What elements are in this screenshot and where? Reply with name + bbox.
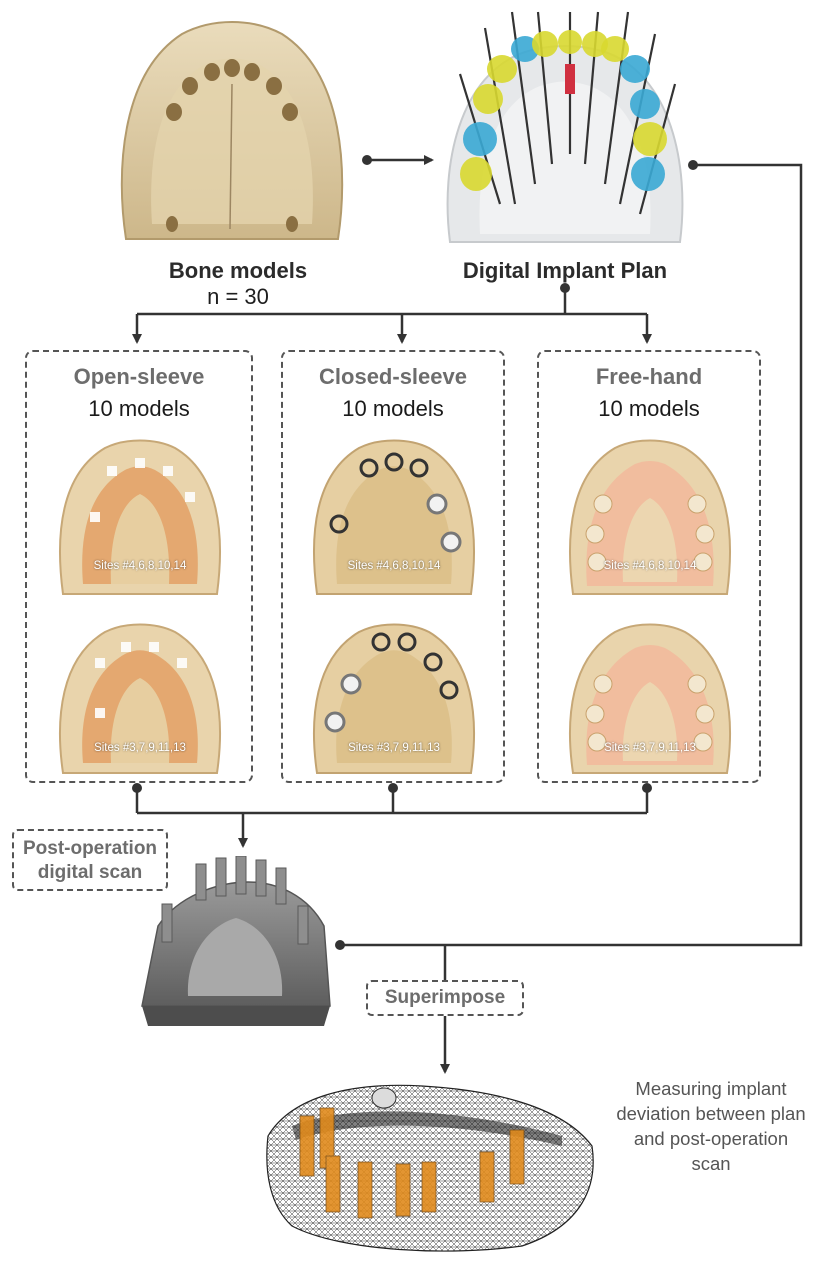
- model-image: Sites #4,6,8,10,14: [565, 434, 735, 599]
- digital-implant-plan-label: Digital Implant Plan: [440, 258, 690, 284]
- group-title: Open-sleeve: [27, 364, 251, 390]
- group-subtitle: 10 models: [283, 396, 503, 422]
- bone-models-count: n = 30: [148, 284, 328, 310]
- site-label: Sites #3,7,9,11,13: [565, 742, 735, 754]
- arrow-groups-to-postop: [132, 783, 652, 846]
- measure-line2: deviation between plan: [600, 1101, 822, 1126]
- group-title: Closed-sleeve: [283, 364, 503, 390]
- group-open-sleeve: Open-sleeve 10 models Sites #4,6,8,10,14: [25, 350, 253, 783]
- group-free-hand: Free-hand 10 models Sites #4,6,8,10,14 S…: [537, 350, 761, 783]
- bone-models-label: Bone models: [148, 258, 328, 284]
- site-label: Sites #4,6,8,10,14: [565, 560, 735, 572]
- model-image: Sites #3,7,9,11,13: [55, 618, 225, 778]
- site-label: Sites #4,6,8,10,14: [55, 560, 225, 572]
- measure-line4: scan: [600, 1151, 822, 1176]
- site-label: Sites #3,7,9,11,13: [309, 742, 479, 754]
- group-subtitle: 10 models: [539, 396, 759, 422]
- group-closed-sleeve: Closed-sleeve 10 models Sites #4,6,8,10,…: [281, 350, 505, 783]
- group-subtitle: 10 models: [27, 396, 251, 422]
- digital-implant-plan-image: [440, 4, 690, 254]
- postop-scan-image: [138, 856, 334, 1032]
- model-image: Sites #3,7,9,11,13: [565, 618, 735, 778]
- model-image: Sites #4,6,8,10,14: [309, 434, 479, 599]
- bone-model-image: [112, 14, 352, 254]
- group-title: Free-hand: [539, 364, 759, 390]
- model-image: Sites #3,7,9,11,13: [309, 618, 479, 778]
- site-label: Sites #3,7,9,11,13: [55, 742, 225, 754]
- arrow-bone-to-plan: [362, 155, 432, 165]
- site-label: Sites #4,6,8,10,14: [309, 560, 479, 572]
- superimpose-label: Superimpose: [366, 980, 524, 1016]
- measuring-deviation-text: Measuring implant deviation between plan…: [600, 1076, 822, 1176]
- model-image: Sites #4,6,8,10,14: [55, 434, 225, 599]
- measure-line1: Measuring implant: [600, 1076, 822, 1101]
- superimposed-mesh-image: [262, 1076, 602, 1256]
- measure-line3: and post-operation: [600, 1126, 822, 1151]
